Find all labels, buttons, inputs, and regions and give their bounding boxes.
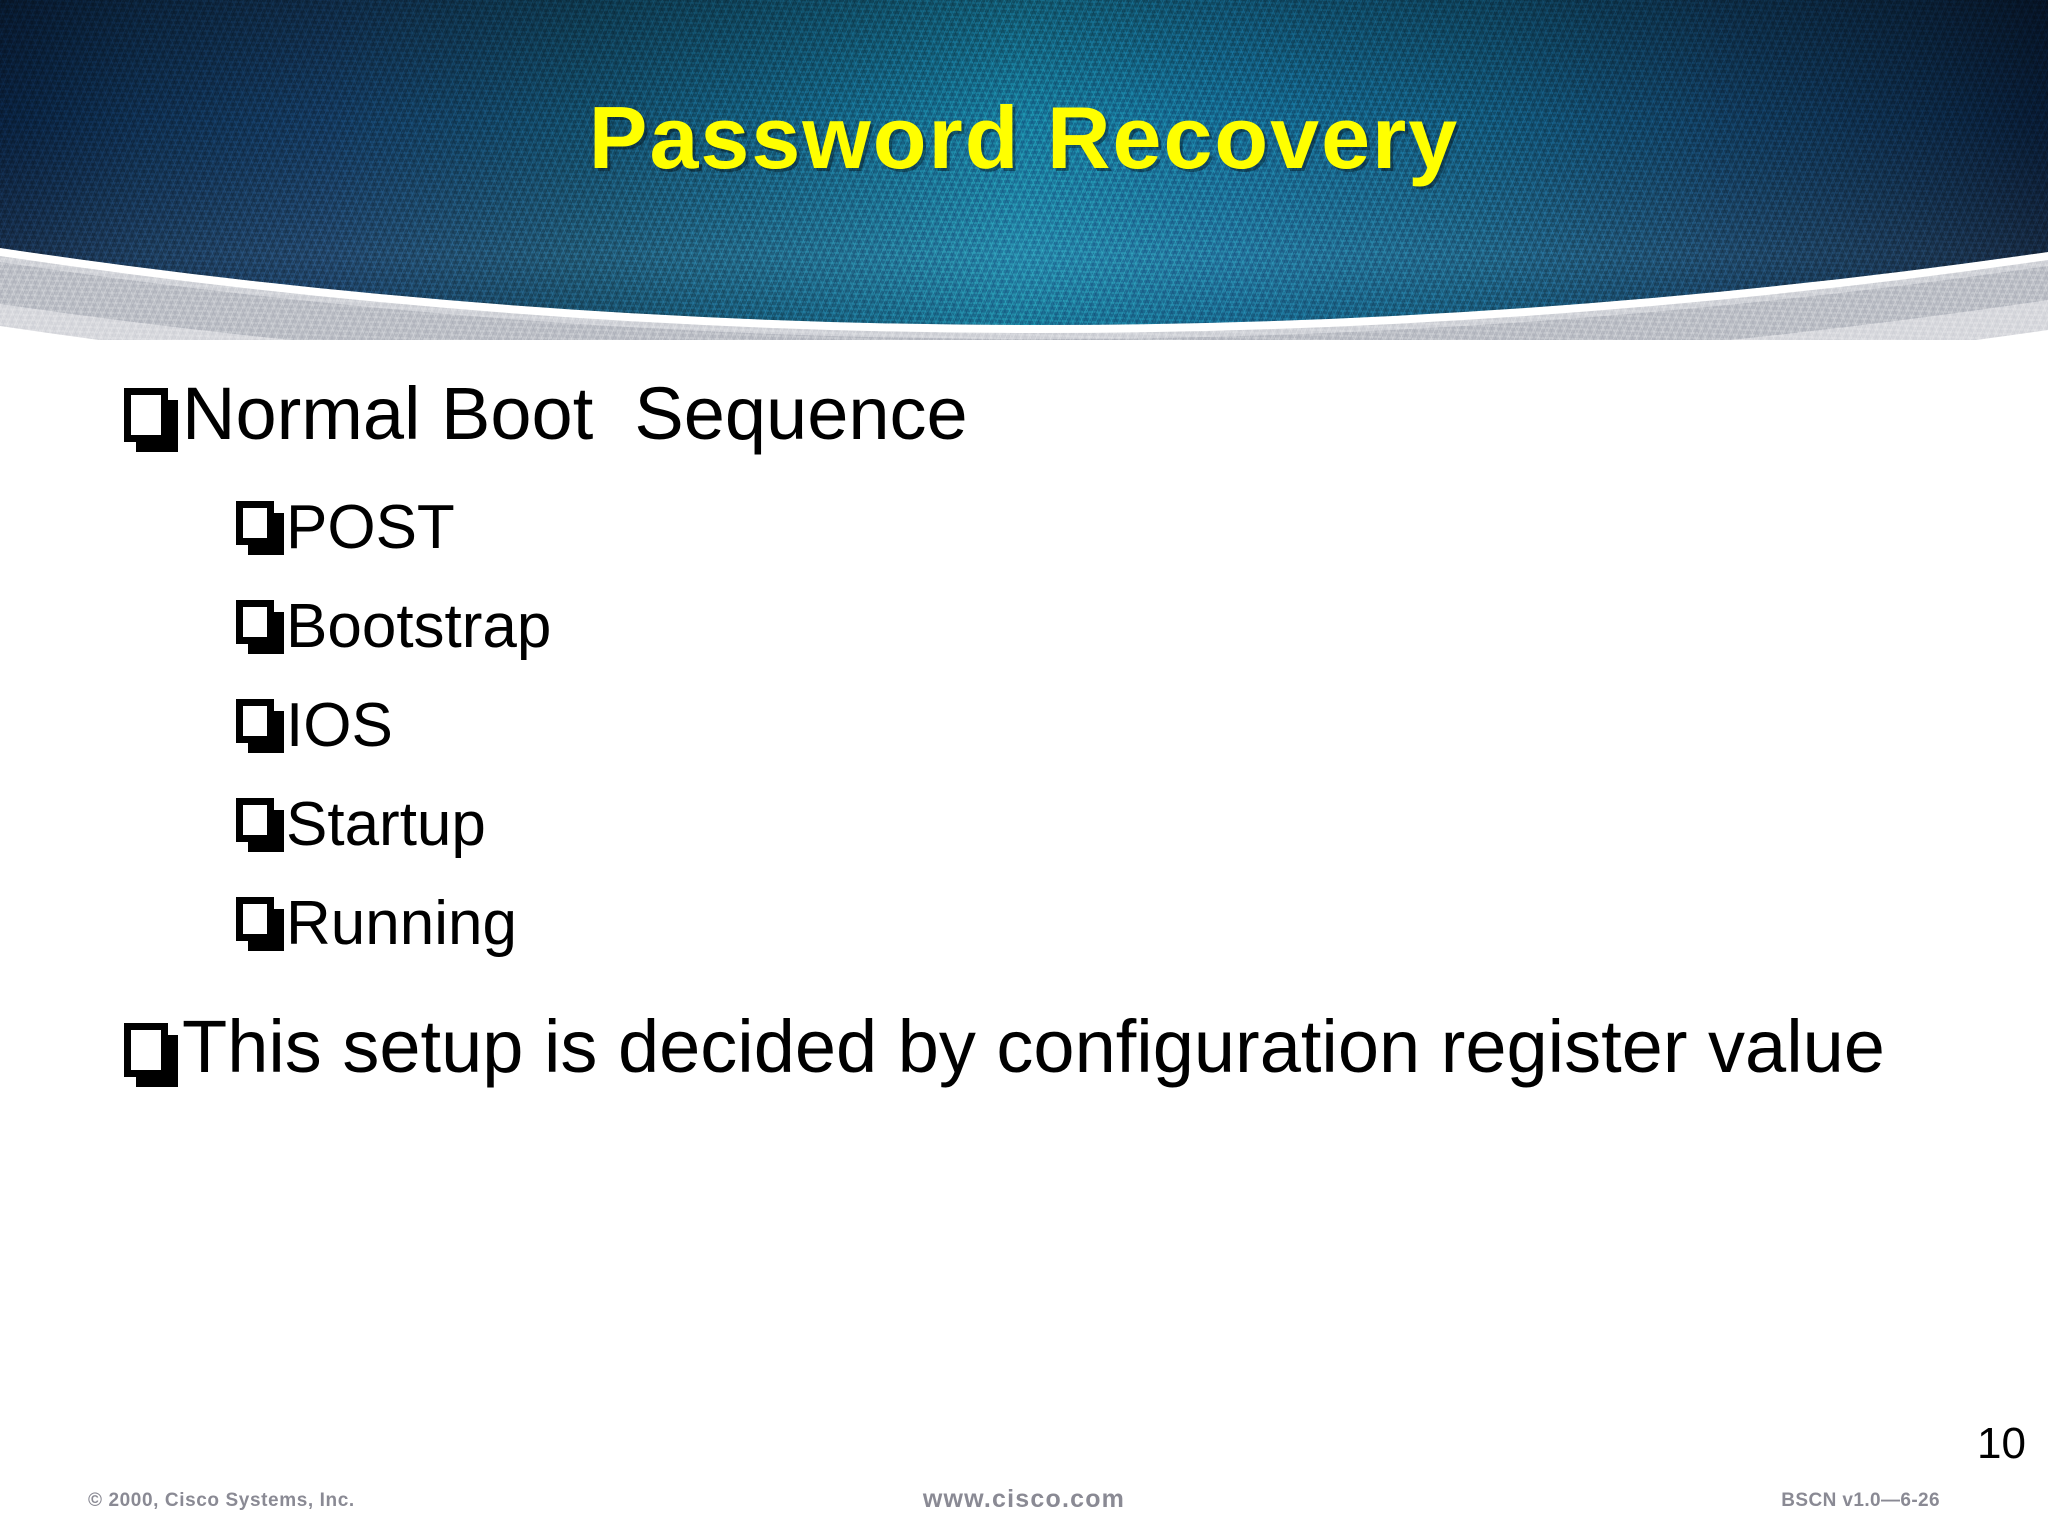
- bullet-item-config-register: This setup is decided by configuration r…: [124, 1003, 2048, 1090]
- bullet-item-ios: IOS: [236, 683, 2048, 770]
- page-title: Password Recovery: [588, 88, 1460, 187]
- bullet-label: IOS: [286, 690, 393, 760]
- hollow-square-bullet-icon: [236, 600, 274, 645]
- bullet-label: Running: [286, 888, 517, 958]
- bullet-item-startup: Startup: [236, 782, 2048, 869]
- bullet-label: Startup: [286, 789, 486, 859]
- hollow-square-bullet-icon: [124, 1023, 168, 1078]
- page-number: 10: [1977, 1419, 2026, 1468]
- bullet-label: This setup is decided by configuration r…: [182, 1005, 1885, 1089]
- slide-header-banner: Password Recovery: [0, 0, 2048, 340]
- footer-copyright: © 2000, Cisco Systems, Inc.: [88, 1490, 355, 1511]
- bullet-label: Normal Boot Sequence: [182, 372, 968, 455]
- bullet-item-post: POST: [236, 485, 2048, 572]
- header-banner-shape: [0, 0, 2048, 340]
- hollow-square-bullet-icon: [124, 388, 168, 442]
- hollow-square-bullet-icon: [236, 698, 274, 743]
- bullet-item-running: Running: [236, 881, 2048, 968]
- bullet-item-bootstrap: Bootstrap: [236, 584, 2048, 671]
- hollow-square-bullet-icon: [236, 797, 274, 842]
- hollow-square-bullet-icon: [236, 501, 274, 546]
- footer-url: www.cisco.com: [922, 1485, 1126, 1513]
- slide-footer: 10 © 2000, Cisco Systems, Inc. www.cisco…: [0, 1416, 2048, 1536]
- bullet-label: Bootstrap: [286, 592, 552, 662]
- bullet-label: POST: [286, 493, 455, 563]
- slide-content-body: Normal Boot Sequence POST Bootstrap IOS …: [0, 370, 2048, 1091]
- footer-course-code: BSCN v1.0—6-26: [1781, 1490, 1940, 1511]
- hollow-square-bullet-icon: [236, 896, 274, 941]
- bullet-item-normal-boot-sequence: Normal Boot Sequence: [124, 370, 2048, 457]
